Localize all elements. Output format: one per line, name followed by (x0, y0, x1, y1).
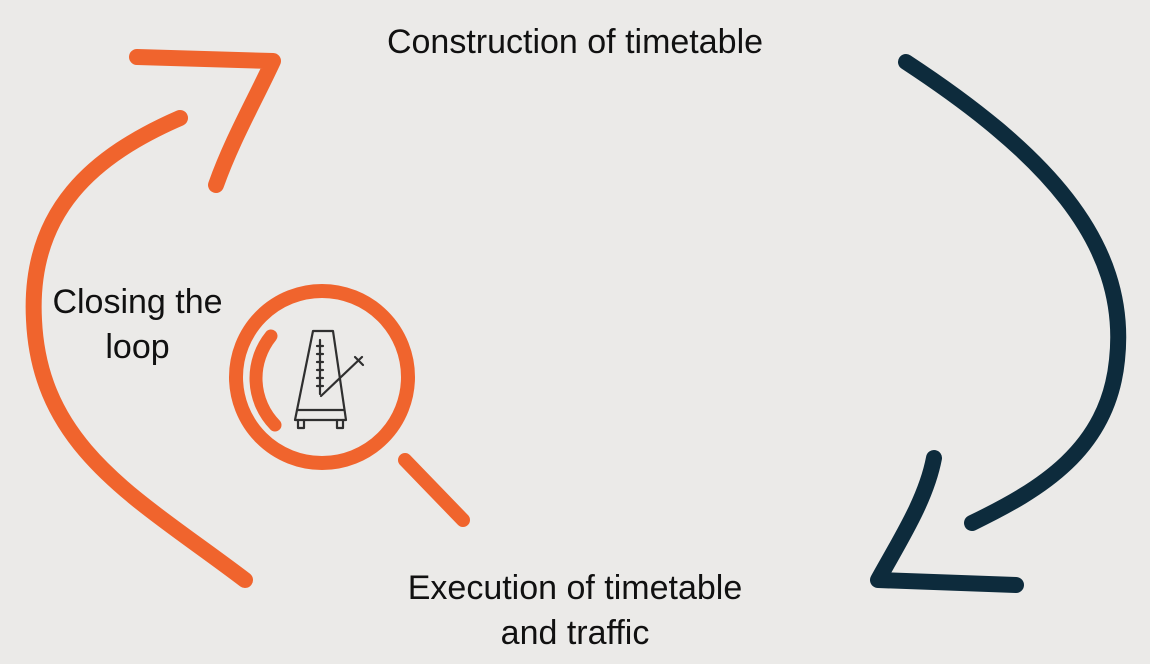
construction-text: Construction of timetable (386, 23, 764, 61)
magnifier-handle (398, 453, 470, 527)
metronome-icon (293, 329, 365, 430)
magnifier-highlight (249, 329, 282, 432)
magnifier-lens (229, 284, 415, 470)
magnifier-icon (229, 284, 470, 527)
closing-text-line1: Closing the (52, 283, 223, 321)
metronome-feet (296, 418, 345, 430)
orange-arrow (25, 49, 281, 588)
closing-the-loop-label: Closing the loop (20, 280, 255, 370)
construction-label: Construction of timetable (340, 20, 810, 65)
orange-arrow-head (129, 49, 281, 193)
navy-arrow-head (870, 450, 1024, 593)
metronome-ticks (315, 344, 325, 388)
navy-arrow (870, 54, 1127, 593)
metronome-body (293, 329, 348, 422)
metronome-pendulum (319, 355, 364, 398)
navy-arrow-shaft (898, 54, 1127, 531)
metronome-weight (353, 355, 365, 367)
orange-arrow-shaft (25, 110, 253, 588)
execution-text-line1: Execution of timetable (407, 569, 743, 607)
closing-text-line2: loop (105, 328, 170, 366)
execution-text-line2: and traffic (500, 614, 650, 652)
execution-label: Execution of timetable and traffic (365, 566, 785, 656)
